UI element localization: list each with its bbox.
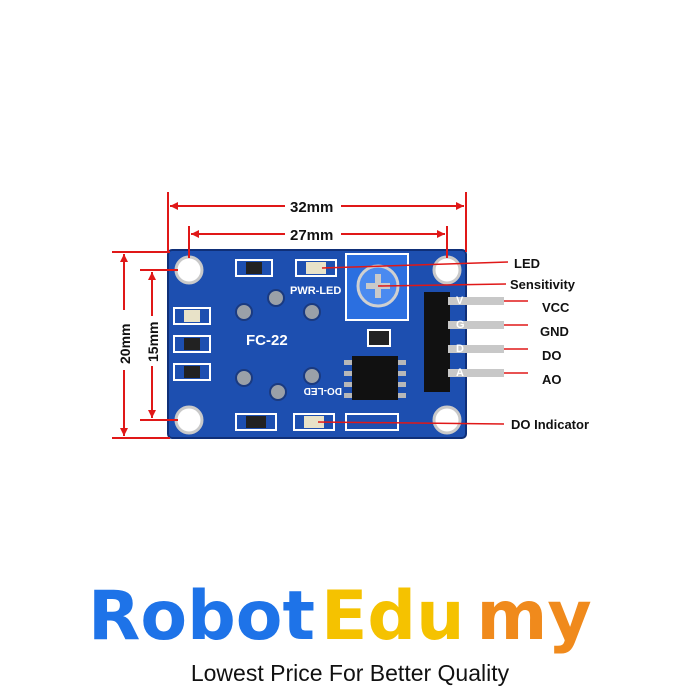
ic-chip: [344, 356, 406, 400]
callout-ao: AO: [542, 372, 562, 387]
pin-silk-labels: V G D A: [456, 295, 465, 379]
smd-left-components: [173, 307, 211, 381]
callout-do: DO: [542, 348, 562, 363]
callout-gnd: GND: [540, 324, 569, 339]
svg-text:V: V: [456, 295, 464, 307]
dim-inner-height: 15mm: [145, 322, 161, 362]
pcb-board: [167, 249, 467, 439]
model-label: FC-22: [246, 332, 288, 349]
do-led: [235, 413, 399, 431]
brand-my: my: [476, 577, 592, 656]
svg-text:D: D: [456, 343, 464, 355]
smd-resistor-top: [235, 259, 273, 277]
brand-robot: Robot: [88, 577, 315, 656]
callout-led: LED: [514, 256, 540, 271]
header-pins: [424, 292, 504, 392]
callout-vcc: VCC: [542, 300, 570, 315]
sensitivity-potentiometer: [345, 253, 409, 321]
smd-capacitor: [367, 329, 391, 347]
brand-tagline: Lowest Price For Better Quality: [190, 660, 510, 686]
solder-pads: [235, 289, 321, 401]
callout-sensitivity: Sensitivity: [510, 277, 576, 292]
svg-text:G: G: [456, 319, 465, 331]
do-led-silk: DO-LED: [304, 385, 342, 396]
pwr-led-silk: PWR-LED: [290, 285, 341, 297]
dim-outer-width: 32mm: [290, 199, 333, 216]
svg-text:A: A: [456, 367, 464, 379]
dim-inner-width: 27mm: [290, 227, 333, 244]
callout-lines: [317, 261, 528, 425]
module-diagram: PWR-LED FC-22 DO-LED: [112, 192, 589, 439]
callout-labels: LED Sensitivity VCC GND DO AO DO Indicat…: [510, 256, 589, 432]
brand-edu: Edu: [320, 577, 465, 656]
dim-outer-height: 20mm: [117, 324, 133, 364]
callout-do-indicator: DO Indicator: [511, 417, 589, 432]
